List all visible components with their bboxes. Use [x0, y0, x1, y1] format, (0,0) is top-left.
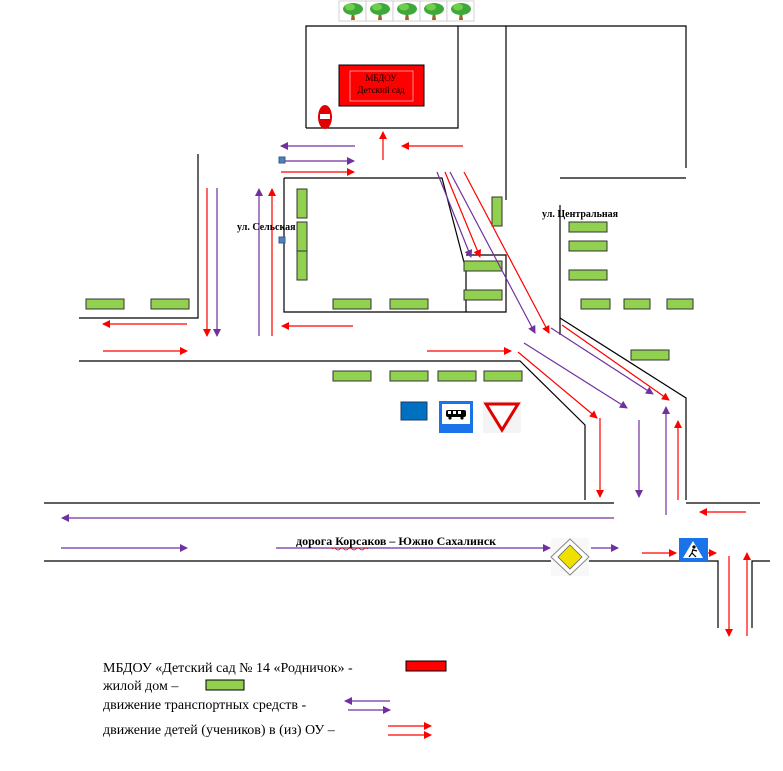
vehicle-movement-arrow [550, 327, 654, 395]
legend-vehicles-label: движение транспортных средств - [103, 698, 306, 713]
house-icon [630, 349, 670, 361]
kindergarten-fence [306, 26, 459, 129]
spellcheck-underline [331, 547, 369, 551]
child-movement-arrow [463, 171, 550, 334]
road-lines [44, 25, 770, 628]
legend-children-label: движение детей (учеников) в (из) ОУ – [103, 723, 336, 738]
road-label-centralnaya: ул. Центральная [542, 209, 619, 220]
road-edge [559, 317, 687, 500]
house-icon [568, 221, 608, 233]
house-icon [463, 289, 503, 301]
house-icon [296, 250, 308, 281]
road-edge [79, 360, 586, 500]
vehicle-movement-arrow [523, 342, 628, 409]
no-entry-sign [318, 105, 332, 129]
blue-marker-icon [278, 156, 286, 164]
priority-road-sign-icon [550, 538, 590, 576]
pedestrian-crossing-sign-icon [679, 538, 708, 562]
tree-icon [419, 0, 448, 22]
legend-house-label: жилой дом – [102, 679, 179, 694]
road-edge [79, 154, 199, 319]
tree-icon [365, 0, 394, 22]
house-icon [463, 260, 503, 272]
house-icon [389, 298, 429, 310]
house-icon [296, 221, 308, 252]
legend: МБДОУ «Детский сад № 14 «Родничок» - жил… [102, 660, 447, 739]
kindergarten-building: МБДОУ Детский сад [338, 64, 425, 107]
kindergarten-label-line1: МБДОУ [365, 73, 397, 83]
house-icon [483, 370, 523, 382]
house-icon [332, 370, 372, 382]
legend-house-swatch [205, 679, 245, 691]
trees-row [338, 0, 475, 22]
kindergarten-label-line2: Детский сад [357, 85, 405, 95]
legend-kindergarten-label: МБДОУ «Детский сад № 14 «Родничок» - [103, 661, 353, 676]
main-road-bottom-edge [751, 560, 770, 628]
block-edge [466, 254, 507, 313]
house-icon [623, 298, 651, 310]
house-icon [666, 298, 694, 310]
child-movement-arrow [444, 171, 482, 258]
house-icon [437, 370, 477, 382]
road-label-main: дорога Корсаков – Южно Сахалинск [296, 534, 496, 548]
road-label-selskaya: ул. Сельская [237, 222, 296, 233]
child-movement-arrow [517, 351, 598, 419]
yield-sign-icon [483, 401, 521, 433]
house-icon [568, 269, 608, 281]
vehicle-movement-arrow [449, 171, 536, 334]
tree-icon [338, 0, 367, 22]
blue-square-sign-icon [400, 401, 428, 421]
house-icon [332, 298, 372, 310]
legend-kindergarten-swatch [405, 660, 447, 672]
tree-icon [392, 0, 421, 22]
movement-arrows [61, 131, 751, 637]
vehicle-movement-arrow [436, 171, 473, 258]
house-icon [389, 370, 429, 382]
child-movement-arrow [561, 324, 670, 401]
blue-marker-icon [278, 236, 286, 244]
tree-icon [446, 0, 475, 22]
house-icon [296, 188, 308, 219]
house-icon [150, 298, 190, 310]
houses [85, 188, 694, 382]
main-road-bottom-edge [44, 560, 719, 628]
block-edge [283, 177, 467, 313]
house-icon [580, 298, 611, 310]
bus-stop-sign-icon [439, 401, 473, 433]
house-icon [491, 196, 503, 227]
territory-boundary [305, 25, 687, 168]
house-icon [85, 298, 125, 310]
house-icon [568, 240, 608, 252]
